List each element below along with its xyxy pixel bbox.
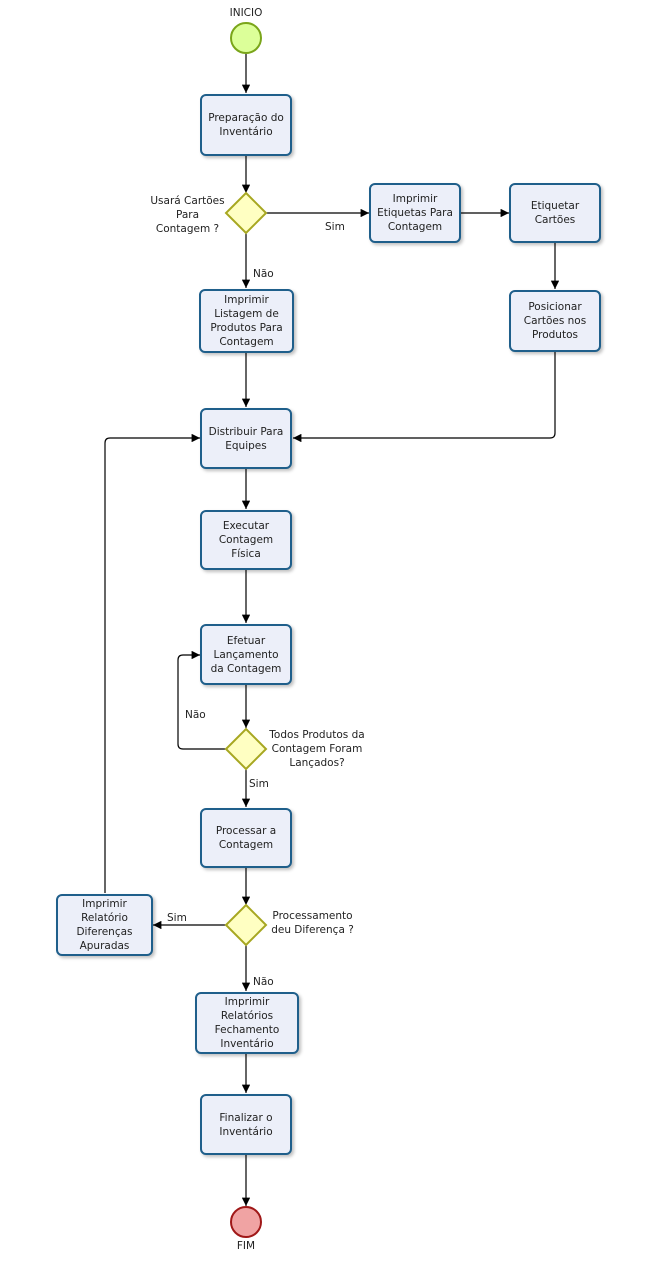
task-executar-label: Executar Contagem Física: [218, 520, 274, 560]
end-event: [230, 1206, 262, 1238]
edge-relatorio-distribuir: [104, 433, 200, 893]
decision-cartoes-diamond: [224, 191, 268, 235]
task-imprimir-etiquetas-label: Imprimir Etiquetas Para Contagem: [377, 193, 453, 233]
task-imprimir-relatorio-diferencas: Imprimir Relatório Diferenças Apuradas: [56, 894, 153, 956]
edge-todos-nao-efetuar: [177, 650, 226, 750]
start-event: [230, 22, 262, 54]
task-etiquetar-label: Etiquetar Cartões: [530, 200, 580, 226]
task-imprimir-listagem: Imprimir Listagem de Produtos Para Conta…: [199, 289, 294, 353]
task-finalizar-label: Finalizar o Inventário: [219, 1111, 273, 1138]
task-imprimir-etiquetas: Imprimir Etiquetas Para Contagem: [369, 183, 461, 243]
task-imprimir-relatorio-diferencas-label: Imprimir Relatório Diferenças Apuradas: [76, 898, 133, 952]
edge-label-todos-sim: Sim: [249, 778, 269, 790]
task-imprimir-relatorios-fechamento: Imprimir Relatórios Fechamento Inventári…: [195, 992, 299, 1054]
task-finalizar: Finalizar o Inventário: [200, 1094, 292, 1155]
task-posicionar: Posicionar Cartões nos Produtos: [509, 290, 601, 352]
task-imprimir-relatorios-fechamento-label: Imprimir Relatórios Fechamento Inventári…: [214, 996, 280, 1050]
task-processar: Processar a Contagem: [200, 808, 292, 868]
task-executar: Executar Contagem Física: [200, 510, 292, 570]
task-efetuar-label: Efetuar Lançamento da Contagem: [210, 634, 282, 675]
task-distribuir: Distribuir Para Equipes: [200, 408, 292, 469]
decision-todos-label: Todos Produtos da Contagem Foram Lançado…: [269, 729, 365, 769]
start-label: INICIO: [229, 7, 263, 19]
edge-posicionar-distribuir: [293, 352, 556, 443]
task-imprimir-listagem-label: Imprimir Listagem de Produtos Para Conta…: [210, 294, 283, 348]
edge-label-cartoes-sim: Sim: [325, 221, 345, 233]
edge-label-cartoes-nao: Não: [253, 268, 274, 280]
task-distribuir-label: Distribuir Para Equipes: [208, 425, 284, 452]
task-etiquetar: Etiquetar Cartões: [509, 183, 601, 243]
task-posicionar-label: Posicionar Cartões nos Produtos: [523, 301, 587, 341]
task-efetuar: Efetuar Lançamento da Contagem: [200, 624, 292, 685]
edge-label-todos-nao: Não: [185, 709, 206, 721]
task-preparacao-label: Preparação do Inventário: [208, 112, 284, 138]
task-preparacao: Preparação do Inventário: [200, 94, 292, 156]
decision-cartoes-label: Usará Cartões Para Contagem ?: [150, 195, 225, 235]
end-label: FIM: [236, 1240, 256, 1252]
decision-diferenca-label: Processamento deu Diferença ?: [271, 910, 354, 936]
edge-label-diferenca-nao: Não: [253, 976, 274, 988]
task-processar-label: Processar a Contagem: [215, 825, 277, 851]
decision-todos-diamond: [224, 727, 268, 771]
decision-diferenca-diamond: [224, 903, 268, 947]
edge-label-diferenca-sim: Sim: [167, 912, 187, 924]
